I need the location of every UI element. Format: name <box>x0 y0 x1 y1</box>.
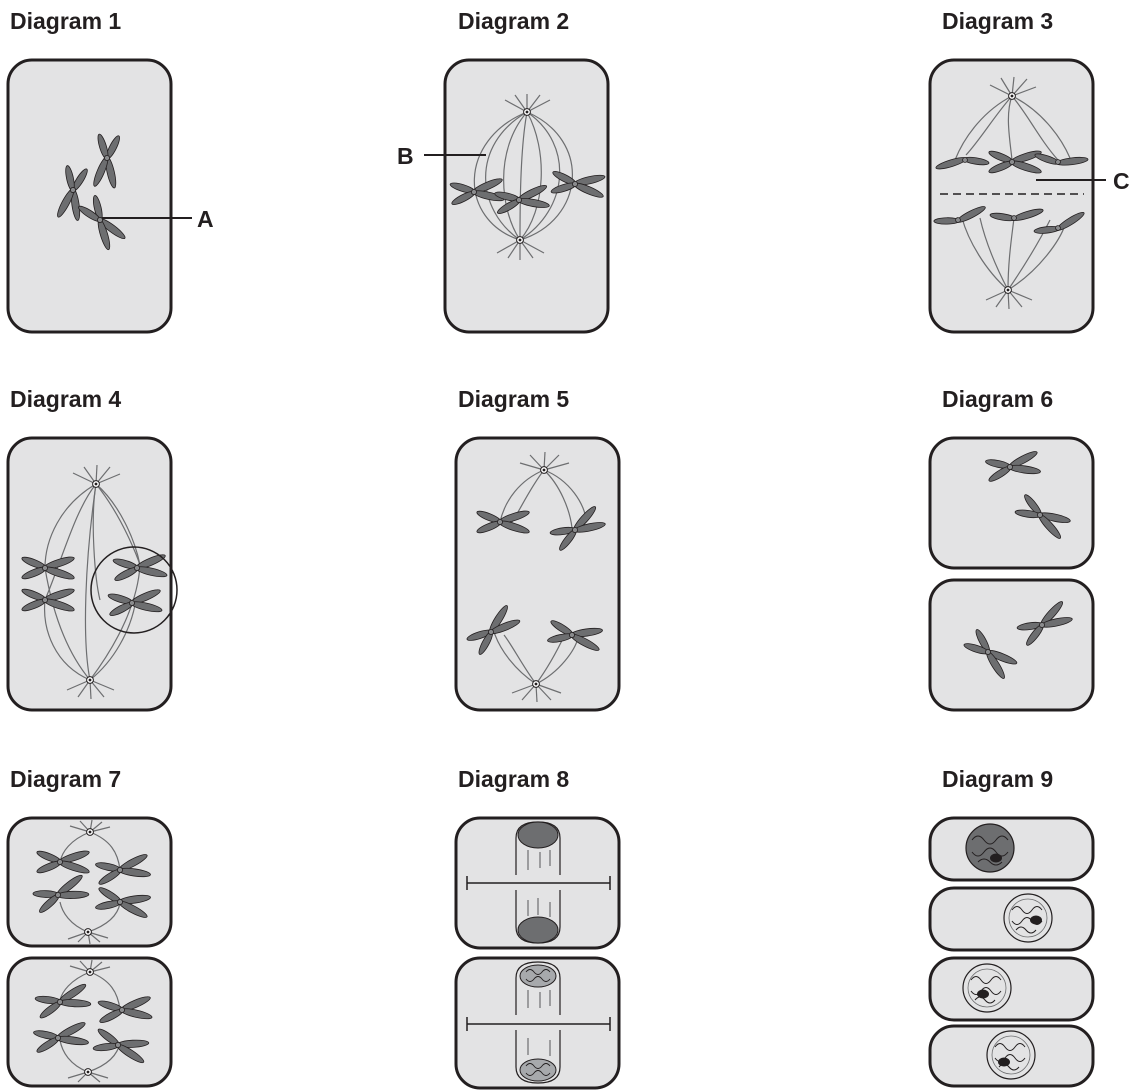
diagram-3: C <box>928 58 1130 334</box>
diagram-4-cell <box>6 436 173 712</box>
diagram-6-cell-top <box>928 436 1095 570</box>
diagram-8-title: Diagram 8 <box>458 766 570 792</box>
centriole <box>84 928 92 936</box>
diagram-6-cell-bottom <box>928 578 1095 712</box>
label-a: A <box>197 206 214 232</box>
label-b: B <box>397 143 414 169</box>
centriole <box>86 968 94 976</box>
centriole <box>84 1068 92 1076</box>
centriole <box>86 676 94 684</box>
nucleolus <box>998 1057 1010 1067</box>
diagram-9-title: Diagram 9 <box>942 766 1054 792</box>
nuclear-envelope <box>515 1030 561 1084</box>
diagram-8 <box>454 816 621 1090</box>
chromatin-mass <box>517 821 559 849</box>
diagram-2: B <box>397 58 610 334</box>
centriole <box>86 828 94 836</box>
spindle-fibers <box>954 95 1071 291</box>
diagram-1-cell <box>6 58 173 334</box>
diagram-6-title: Diagram 6 <box>942 386 1054 412</box>
spindle-fibers <box>43 483 141 681</box>
diagram-1: A <box>6 58 214 334</box>
highlight-circle <box>90 546 178 634</box>
diagram-3-title: Diagram 3 <box>942 8 1054 34</box>
diagram-7-cell-bottom <box>6 956 173 1088</box>
centriole <box>516 236 524 244</box>
diagram-4 <box>6 436 178 712</box>
diagram-9 <box>928 816 1095 1088</box>
diagram-4-title: Diagram 4 <box>10 386 122 412</box>
chromatin-mass <box>519 964 557 988</box>
centriole <box>532 680 540 688</box>
nuclear-envelope <box>515 961 561 1015</box>
chromatin-mass <box>517 916 559 944</box>
diagram-7 <box>6 816 173 1088</box>
label-c: C <box>1113 168 1130 194</box>
diagram-6 <box>928 436 1095 712</box>
centriole <box>540 466 548 474</box>
diagram-7-cell-top <box>6 816 173 948</box>
diagram-5 <box>454 436 621 712</box>
centriole <box>523 108 531 116</box>
diagram-1-title: Diagram 1 <box>10 8 122 34</box>
nucleolus <box>977 989 989 999</box>
nucleolus <box>1030 915 1042 925</box>
chromatin-mass <box>519 1058 557 1082</box>
centriole <box>92 480 100 488</box>
diagram-8-cell-bottom <box>454 956 621 1090</box>
diagram-7-title: Diagram 7 <box>10 766 122 792</box>
centriole <box>1004 286 1012 294</box>
diagram-2-title: Diagram 2 <box>458 8 570 34</box>
diagram-5-title: Diagram 5 <box>458 386 570 412</box>
centriole <box>1008 92 1016 100</box>
nucleolus <box>990 853 1002 863</box>
